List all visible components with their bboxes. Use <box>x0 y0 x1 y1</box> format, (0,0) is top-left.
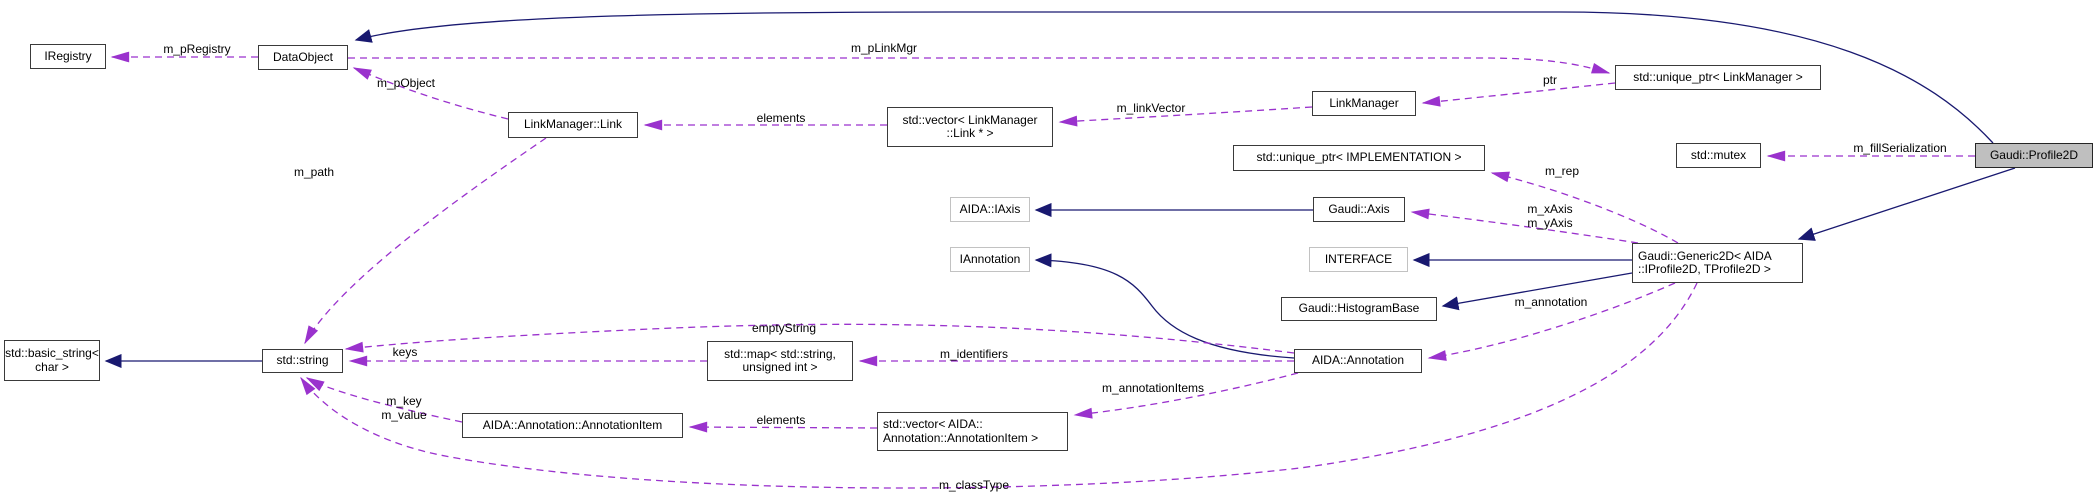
edge-label-elements-bottom: elements <box>757 413 806 427</box>
edge-inherit-annotation-iannotation <box>1034 253 1295 359</box>
edge-usage-m-rep <box>1490 171 1679 244</box>
edge-label-ptr: ptr <box>1543 73 1557 87</box>
edge-usage-m-classtype <box>300 282 1698 489</box>
edge-label-m-identifiers: m_identifiers <box>940 347 1008 361</box>
class-node-iregistry[interactable]: IRegistry <box>30 44 106 69</box>
edge-usage-m-key-value <box>305 377 463 423</box>
class-node-std-basic-string[interactable]: std::basic_string< char > <box>4 340 100 381</box>
class-node-unique-ptr-implementation[interactable]: std::unique_ptr< IMPLEMENTATION > <box>1233 145 1485 171</box>
edge-label-m-value: m_value <box>381 408 427 422</box>
edge-usage-m-linkvector <box>1058 106 1313 127</box>
class-node-label: Gaudi::Axis <box>1328 201 1390 216</box>
class-node-label: DataObject <box>272 49 334 64</box>
class-node-label: ::IProfile2D, TProfile2D > <box>1638 262 1771 276</box>
class-node-label: std::mutex <box>1690 147 1747 162</box>
edge-label-m-rep: m_rep <box>1545 164 1579 178</box>
class-node-vector-annotationitem[interactable]: std::vector< AIDA:: Annotation::Annotati… <box>877 412 1068 451</box>
class-node-label: INTERFACE <box>1324 251 1393 266</box>
class-node-aida-annotation[interactable]: AIDA::Annotation <box>1294 349 1422 373</box>
class-node-vector-linkmanager-link[interactable]: std::vector< LinkManager ::Link * > <box>887 107 1053 147</box>
class-node-label: std::unique_ptr< IMPLEMENTATION > <box>1256 150 1462 165</box>
class-node-label: AIDA::Annotation::AnnotationItem <box>482 417 663 432</box>
edge-usage-m-pobject <box>352 67 509 120</box>
class-node-label: std::unique_ptr< LinkManager > <box>1633 69 1803 84</box>
class-node-label: IAnnotation <box>959 251 1021 266</box>
edge-label-m-pregistry: m_pRegistry <box>163 42 230 56</box>
edge-label-m-key: m_key <box>386 394 421 408</box>
class-node-gaudi-histogrambase[interactable]: Gaudi::HistogramBase <box>1281 297 1437 321</box>
class-node-label: char > <box>35 359 69 374</box>
edge-label-m-annotation: m_annotation <box>1515 295 1588 309</box>
class-node-linkmanager-link[interactable]: LinkManager::Link <box>508 112 638 138</box>
class-node-unique-ptr-linkmanager[interactable]: std::unique_ptr< LinkManager > <box>1615 65 1821 90</box>
class-node-label: IRegistry <box>44 48 92 63</box>
class-node-label: Annotation::AnnotationItem > <box>883 430 1039 445</box>
class-node-label: ::Link * > <box>946 126 994 140</box>
class-node-label: unsigned int > <box>742 360 818 374</box>
class-node-iannotation[interactable]: IAnnotation <box>950 247 1030 272</box>
edge-label-m-path: m_path <box>294 165 334 179</box>
edge-usage-m-annotationitems <box>1073 372 1299 419</box>
class-node-std-map[interactable]: std::map< std::string, unsigned int > <box>707 341 853 381</box>
class-node-label: std::basic_string< <box>5 346 99 360</box>
edge-label-m-pobject: m_pObject <box>377 76 436 90</box>
edge-label-keys: keys <box>393 345 418 359</box>
class-node-label: Gaudi::Profile2D <box>1989 147 2079 162</box>
edge-usage-m-xaxis-yaxis <box>1410 208 1639 244</box>
class-node-label: Gaudi::Generic2D< AIDA <box>1638 248 1772 263</box>
edge-usage-m-plinkmgr <box>348 57 1611 74</box>
edge-inherit-profile2d-dataobject <box>354 11 1994 144</box>
class-node-gaudi-axis[interactable]: Gaudi::Axis <box>1313 197 1405 222</box>
edge-label-m-xaxis: m_xAxis <box>1527 202 1572 216</box>
edge-label-m-linkvector: m_linkVector <box>1117 101 1186 115</box>
class-node-label: std::map< std::string, <box>724 346 836 361</box>
edge-usage-m-path <box>304 137 547 345</box>
edge-usage-elements-items <box>688 421 878 433</box>
edge-label-emptystring: emptyString <box>752 321 816 335</box>
class-node-interface[interactable]: INTERFACE <box>1309 247 1408 272</box>
class-node-label: std::vector< LinkManager <box>902 112 1038 127</box>
class-node-label: std::string <box>276 353 329 368</box>
edge-label-m-classtype: m_classType <box>939 478 1009 492</box>
edge-inherit-generic2d-histogrambase <box>1441 272 1633 311</box>
class-node-label: LinkManager <box>1329 95 1399 110</box>
class-node-linkmanager[interactable]: LinkManager <box>1312 91 1416 116</box>
class-node-std-string[interactable]: std::string <box>262 349 343 373</box>
class-node-gaudi-generic2d[interactable]: Gaudi::Generic2D< AIDA ::IProfile2D, TPr… <box>1632 243 1803 283</box>
class-node-label: Gaudi::HistogramBase <box>1298 301 1420 316</box>
class-node-label: AIDA::IAxis <box>959 201 1021 216</box>
class-node-dataobject[interactable]: DataObject <box>258 45 348 70</box>
edge-usage-ptr <box>1421 82 1616 107</box>
class-node-label: AIDA::Annotation <box>1311 353 1405 368</box>
edge-label-m-fillserialization: m_fillSerialization <box>1853 141 1946 155</box>
class-node-gaudi-profile2d[interactable]: Gaudi::Profile2D <box>1975 143 2093 168</box>
class-node-aida-annotationitem[interactable]: AIDA::Annotation::AnnotationItem <box>462 413 683 438</box>
edge-usage-m-annotation <box>1427 282 1676 361</box>
edge-label-m-plinkmgr: m_pLinkMgr <box>851 41 917 55</box>
edge-label-elements-top: elements <box>757 111 806 125</box>
class-node-label: std::vector< AIDA:: <box>883 417 983 431</box>
class-node-label: LinkManager::Link <box>523 117 623 132</box>
class-node-std-mutex[interactable]: std::mutex <box>1676 143 1761 168</box>
edge-label-m-annotationitems: m_annotationItems <box>1102 381 1204 395</box>
edge-inherit-profile2d-generic2d <box>1797 167 2016 241</box>
edge-label-m-yaxis: m_yAxis <box>1527 216 1572 230</box>
class-node-aida-iaxis[interactable]: AIDA::IAxis <box>950 197 1030 222</box>
